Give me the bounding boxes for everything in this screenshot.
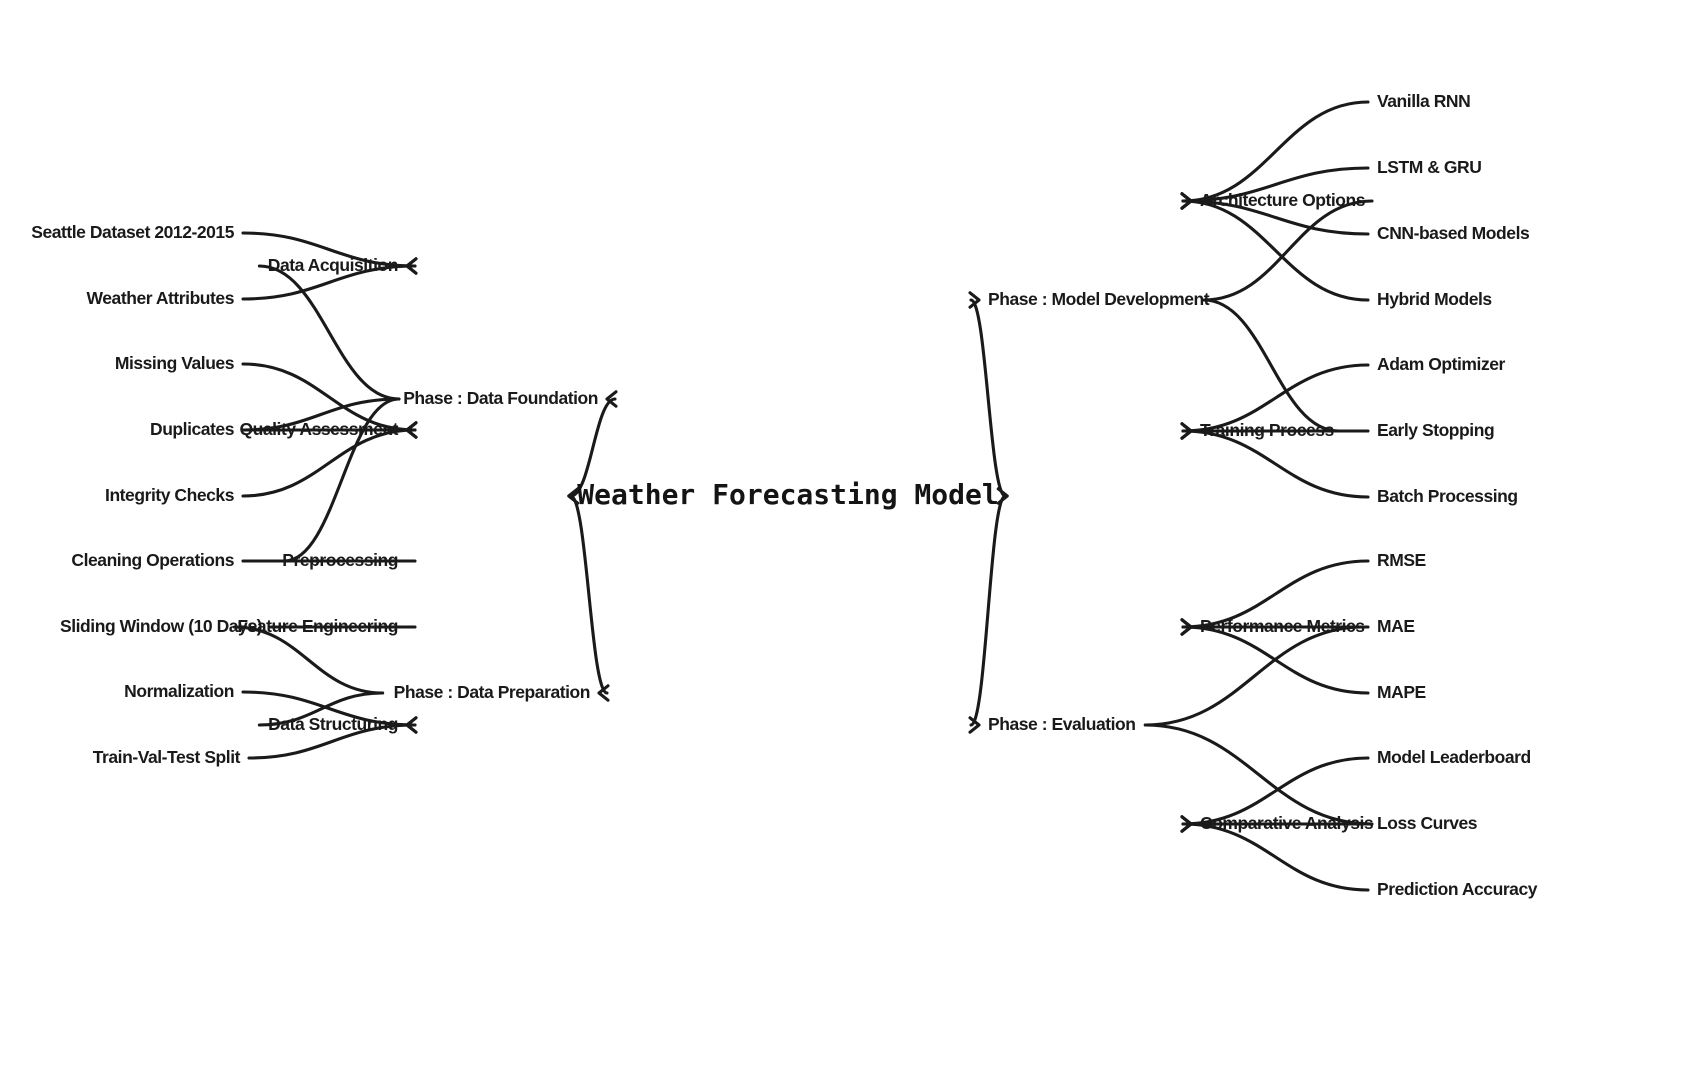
leaf-node-2-1-1[interactable]: Sliding Window (10 Days) <box>60 616 262 636</box>
leaf-node-4-2-3[interactable]: Prediction Accuracy <box>1377 879 1538 899</box>
edge-topic-to-leaf <box>1181 166 1370 203</box>
edge-topic-to-leaf <box>1181 756 1370 826</box>
arrow-topic <box>405 421 418 439</box>
leaf-node-3-1-2[interactable]: LSTM & GRU <box>1377 157 1482 177</box>
edge-topic-to-leaf <box>1181 559 1370 629</box>
edge-phase-to-topic <box>257 691 385 727</box>
edge-phase-to-topic <box>282 397 401 563</box>
mindmap-edges <box>232 100 1374 892</box>
edge-root-to-phase <box>569 397 617 498</box>
leaf-node-1-2-2[interactable]: Duplicates <box>150 419 235 439</box>
topic-node-4-2[interactable]: Comparative Analysis <box>1200 813 1374 833</box>
leaf-node-1-3-1[interactable]: Cleaning Operations <box>71 550 235 570</box>
leaf-node-4-1-1[interactable]: RMSE <box>1377 550 1426 570</box>
leaf-node-1-1-2[interactable]: Weather Attributes <box>87 288 236 308</box>
arrow-phase <box>968 291 981 309</box>
leaf-node-2-2-1[interactable]: Normalization <box>124 681 234 701</box>
leaf-node-2-2-2[interactable]: Train-Val-Test Split <box>93 747 241 767</box>
leaf-node-3-2-1[interactable]: Adam Optimizer <box>1377 354 1506 374</box>
arrow-topic <box>1180 815 1193 833</box>
leaf-node-4-2-1[interactable]: Model Leaderboard <box>1377 747 1531 767</box>
topic-node-2-2[interactable]: Data Structuring <box>268 714 398 734</box>
edge-phase-to-topic <box>1143 723 1374 826</box>
leaf-node-4-1-3[interactable]: MAPE <box>1377 682 1426 702</box>
arrow-phase <box>968 716 981 734</box>
edge-topic-to-leaf <box>241 428 417 498</box>
topic-node-3-1[interactable]: Architecture Options <box>1200 190 1366 210</box>
arrow-phase <box>597 684 610 702</box>
arrow-topic <box>1180 618 1193 636</box>
edge-phase-to-topic <box>232 625 385 695</box>
root-node-title[interactable]: Weather Forecasting Model <box>577 478 998 511</box>
edge-topic-to-leaf <box>1181 822 1370 892</box>
edge-topic-to-leaf <box>1181 100 1370 203</box>
edge-topic-to-leaf <box>241 231 417 268</box>
leaf-node-1-2-3[interactable]: Integrity Checks <box>105 485 235 505</box>
edge-topic-to-leaf <box>1181 199 1370 236</box>
leaf-node-3-2-3[interactable]: Batch Processing <box>1377 486 1518 506</box>
arrow-topic <box>405 257 418 275</box>
leaf-node-3-1-4[interactable]: Hybrid Models <box>1377 289 1493 309</box>
arrow-topic <box>405 716 418 734</box>
edge-phase-to-topic <box>1143 625 1366 727</box>
leaf-node-1-1-1[interactable]: Seattle Dataset 2012-2015 <box>31 222 235 242</box>
phase-node-3[interactable]: Phase : Model Development <box>988 289 1210 309</box>
leaf-node-1-2-1[interactable]: Missing Values <box>115 353 235 373</box>
phase-node-4[interactable]: Phase : Evaluation <box>988 714 1136 734</box>
phase-node-1[interactable]: Phase : Data Foundation <box>403 388 598 408</box>
topic-node-1-1[interactable]: Data Acquisition <box>268 255 399 275</box>
edge-topic-to-leaf <box>1181 429 1370 499</box>
edge-phase-to-topic <box>1202 199 1374 302</box>
phase-node-2[interactable]: Phase : Data Preparation <box>394 682 591 702</box>
edge-phase-to-topic <box>257 264 401 401</box>
leaf-node-3-1-3[interactable]: CNN-based Models <box>1377 223 1530 243</box>
edge-topic-to-leaf <box>1181 363 1370 433</box>
leaf-node-4-1-2[interactable]: MAE <box>1377 616 1415 636</box>
edge-topic-to-leaf <box>241 362 417 432</box>
leaf-node-3-2-2[interactable]: Early Stopping <box>1377 420 1495 440</box>
edge-phase-to-topic <box>1202 298 1341 433</box>
edge-topic-to-leaf <box>1181 625 1370 695</box>
leaf-node-4-2-2[interactable]: Loss Curves <box>1377 813 1478 833</box>
arrow-topic <box>1180 192 1193 210</box>
arrow-phase <box>605 390 618 408</box>
edge-topic-to-leaf <box>1181 199 1370 302</box>
edge-root-to-phase <box>969 298 1007 498</box>
topic-node-4-1[interactable]: Performance Metrics <box>1200 616 1366 636</box>
edge-topic-to-leaf <box>247 723 417 760</box>
topic-node-1-3[interactable]: Preprocessing <box>282 550 398 570</box>
topic-node-2-1[interactable]: Feature Engineering <box>237 616 398 636</box>
arrow-topic <box>1180 422 1193 440</box>
edge-topic-to-leaf <box>241 264 417 301</box>
leaf-node-3-1-1[interactable]: Vanilla RNN <box>1377 91 1471 111</box>
edge-topic-to-leaf <box>241 690 417 727</box>
arrow-root-left <box>567 487 580 505</box>
topic-node-3-2[interactable]: Training Process <box>1200 420 1335 440</box>
topic-node-1-2[interactable]: Quality Assessment <box>239 419 399 439</box>
edge-root-to-phase <box>969 494 1007 727</box>
arrow-root-right <box>996 487 1009 505</box>
edge-root-to-phase <box>569 494 609 695</box>
